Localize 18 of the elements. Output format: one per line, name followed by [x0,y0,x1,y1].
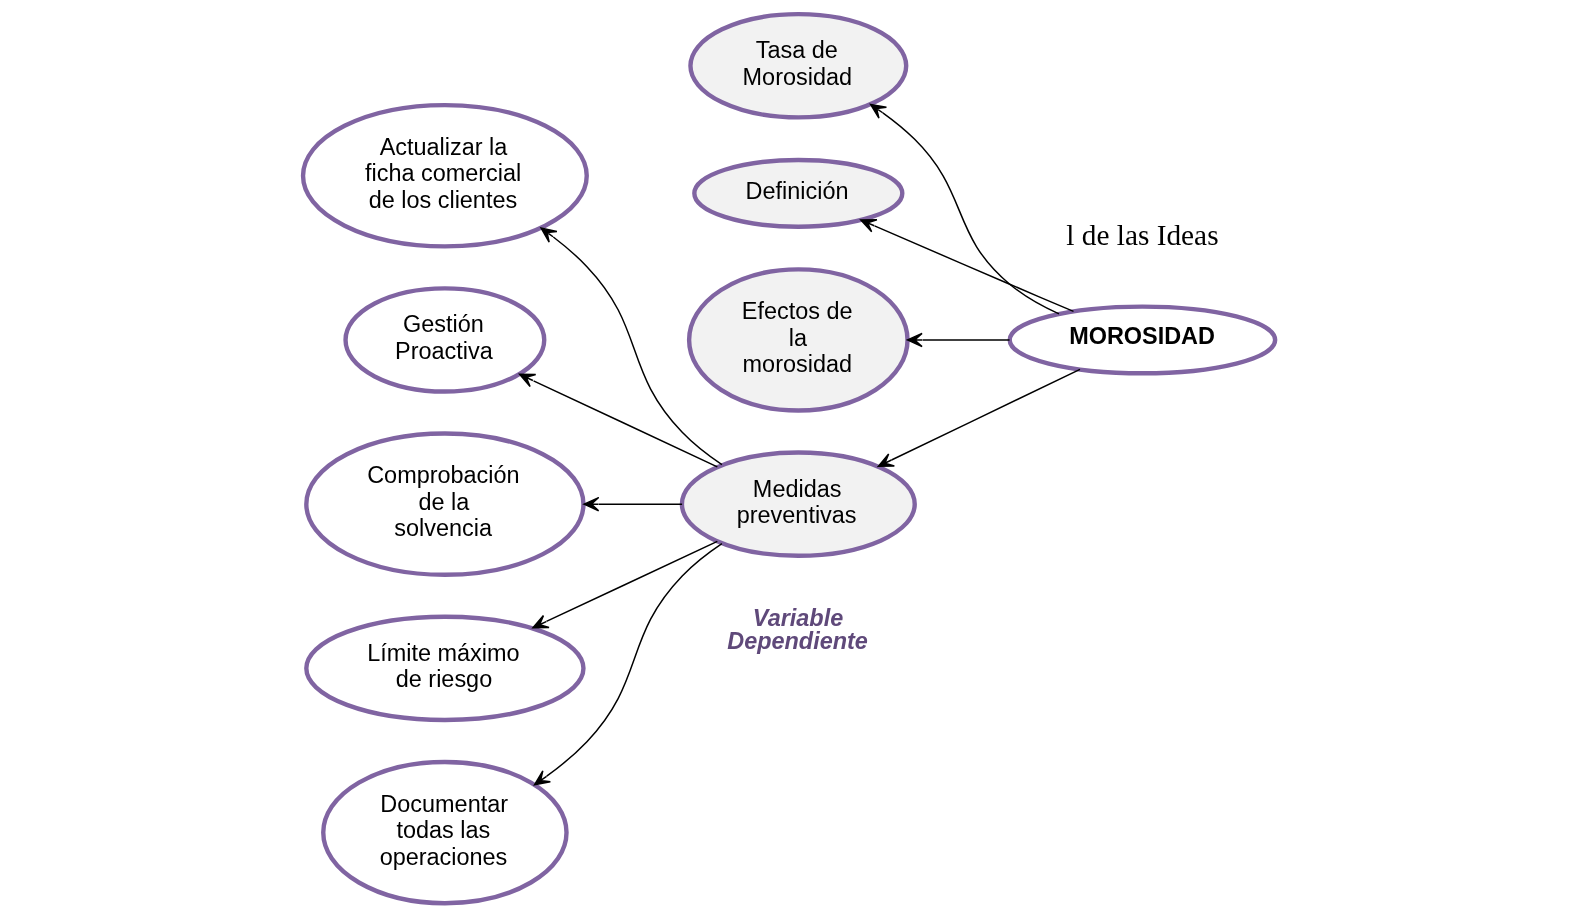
node-ellipse: Definición [692,157,905,229]
node-ellipse: Efectos de la morosidad [686,267,910,413]
arrow [906,332,1011,348]
arrow [540,227,723,466]
label: Variable Dependiente [727,604,868,655]
node-ellipse: Documentar todas las operaciones [321,759,569,906]
node-ellipse: Comprobación de la solvencia [304,431,586,577]
node-ellipse: MOROSIDAD [1007,304,1278,376]
node-ellipse: Actualizar la ficha comercial de los clientes [300,102,589,249]
arrow [532,540,719,629]
arrow [518,373,719,468]
label: l de las Ideas [1066,218,1219,251]
arrow [583,496,683,512]
node-ellipse: Gestión Proactiva [343,286,547,394]
arrow [877,368,1081,468]
arrow [533,542,723,786]
arrow [869,103,1060,315]
arrow [860,218,1075,313]
